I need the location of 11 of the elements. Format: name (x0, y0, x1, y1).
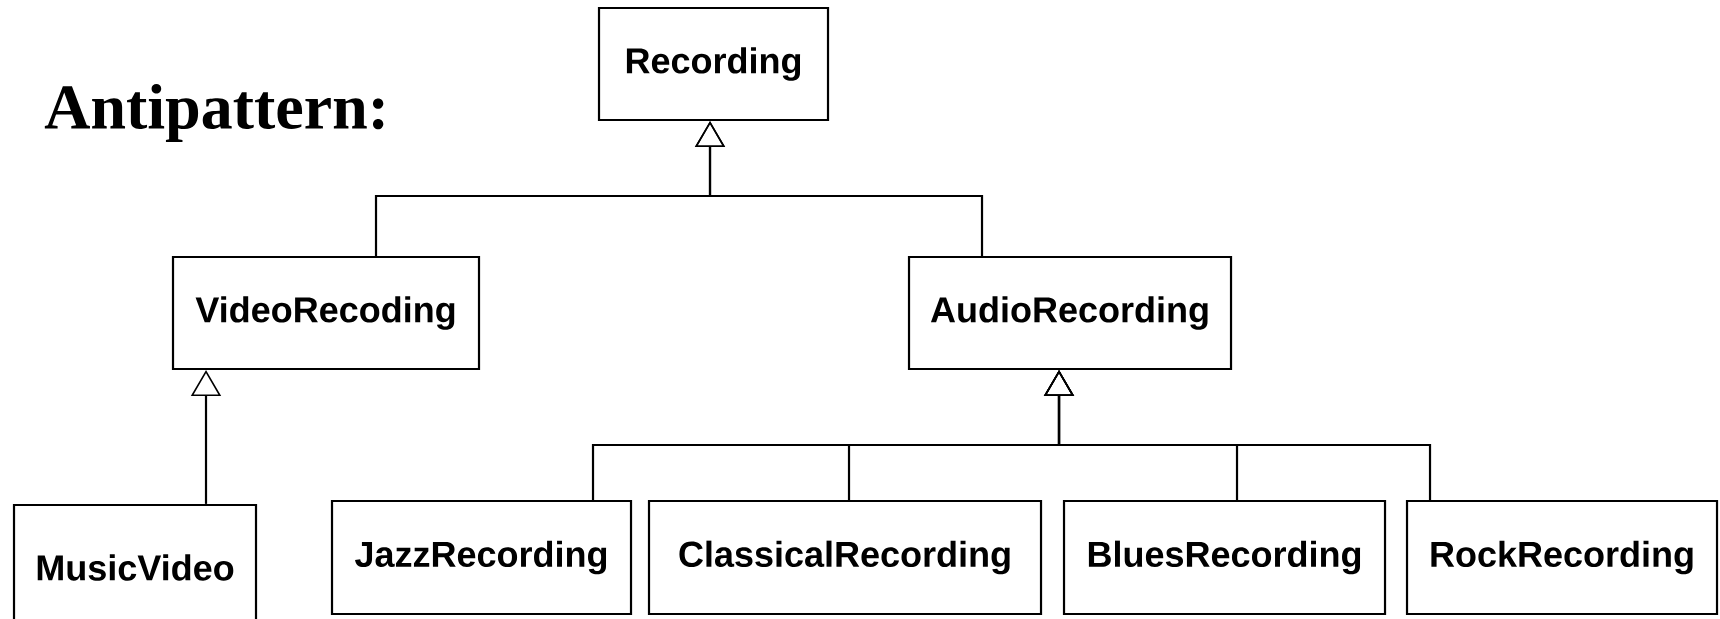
class-box: AudioRecording (907, 255, 1233, 371)
class-box: BluesRecording (1062, 499, 1387, 616)
class-box: ClassicalRecording (647, 499, 1043, 616)
class-box: Recording (597, 6, 830, 122)
title: Antipattern: (44, 83, 384, 142)
generalization-arrow (1043, 370, 1432, 500)
generalization-arrow (694, 121, 984, 256)
class-box: VideoRecoding (171, 255, 481, 371)
class-box: JazzRecording (330, 499, 633, 616)
class-box: RockRecording (1405, 499, 1719, 616)
class-box: MusicVideo (12, 503, 258, 619)
